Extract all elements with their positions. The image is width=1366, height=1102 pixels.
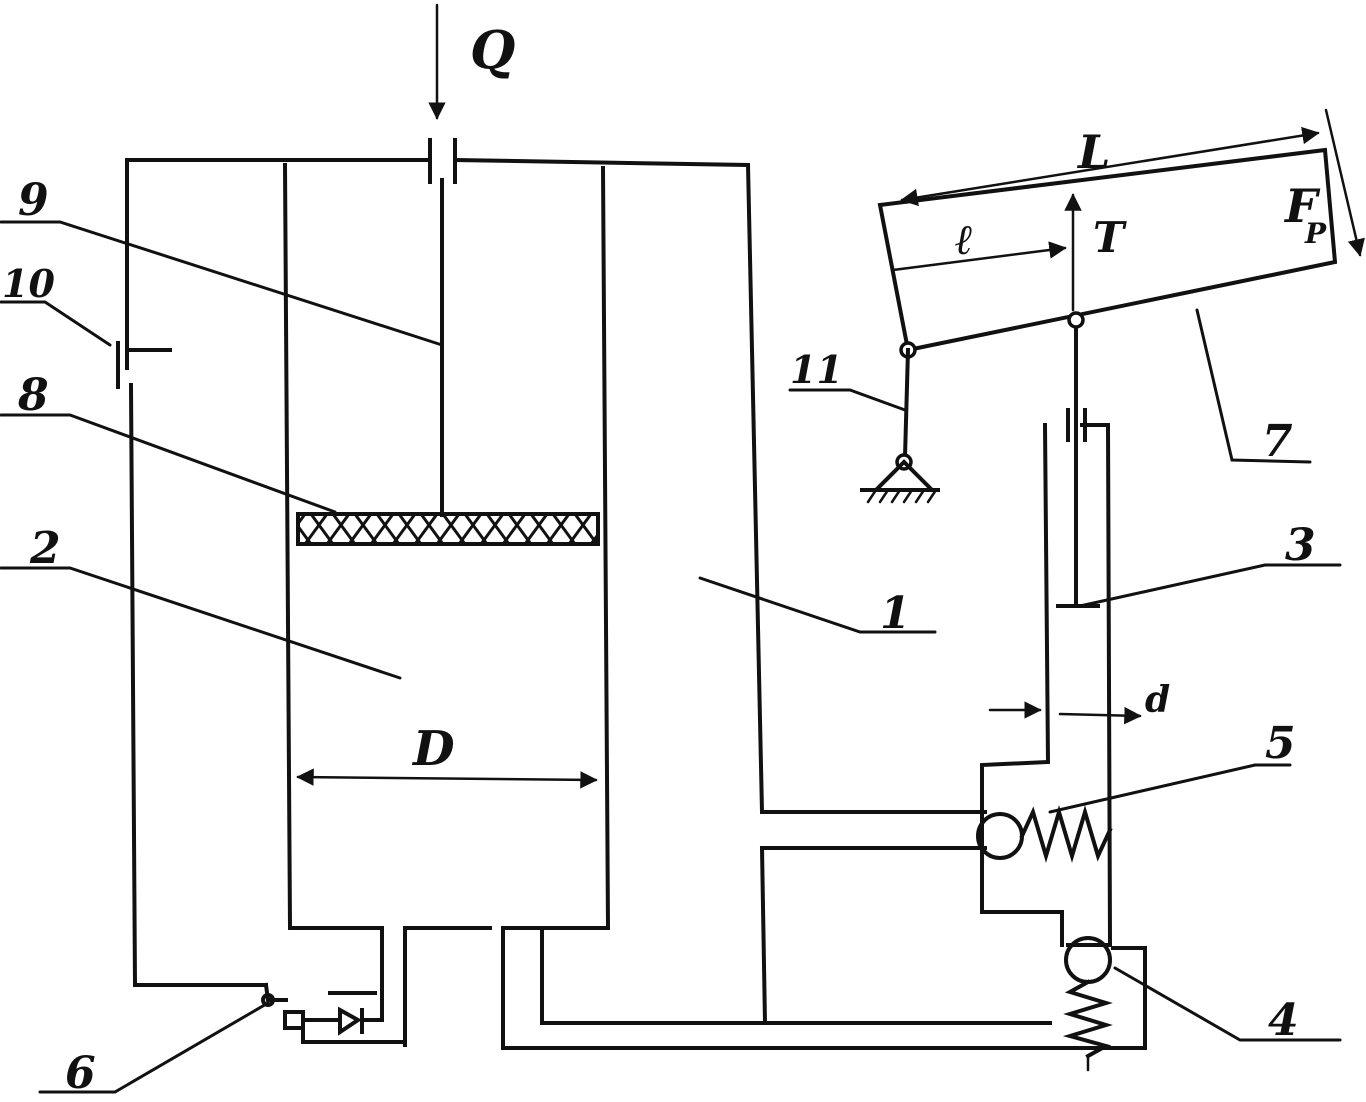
piston xyxy=(296,512,600,546)
dimension-l-arrow xyxy=(891,241,1067,272)
small-plunger xyxy=(1056,318,1100,608)
label-F-subscript: P xyxy=(1304,217,1327,250)
label-2: 2 xyxy=(29,523,61,574)
dimension-D-arrow xyxy=(296,768,598,789)
label-7: 7 xyxy=(1262,416,1293,467)
tank-outer-wall xyxy=(125,157,987,987)
label-D: D xyxy=(411,721,455,777)
dimension-d-arrow-right xyxy=(1058,706,1142,725)
leader-lines xyxy=(0,220,1342,1094)
label-F: F xyxy=(1283,179,1321,233)
label-9: 9 xyxy=(18,175,49,226)
label-8: 8 xyxy=(17,370,49,421)
label-5: 5 xyxy=(1265,718,1296,769)
fixed-support xyxy=(860,459,940,504)
force-F-arrow xyxy=(1324,108,1365,257)
label-1: 1 xyxy=(880,588,911,639)
small-cylinder-wall xyxy=(980,422,1113,948)
drain-valve-6 xyxy=(261,963,407,1044)
label-d: d xyxy=(1145,679,1170,721)
label-l: ℓ xyxy=(955,215,973,264)
dimension-L-arrow xyxy=(900,126,1320,207)
label-Q: Q xyxy=(470,20,515,81)
label-L: L xyxy=(1076,125,1110,179)
pump-channel xyxy=(759,845,987,1026)
label-4: 4 xyxy=(1268,995,1299,1046)
inlet-fitting xyxy=(428,138,457,184)
large-cylinder-wall xyxy=(282,162,1147,1050)
label-11: 11 xyxy=(790,347,843,392)
check-valve-4 xyxy=(1062,936,1113,1072)
label-10: 10 xyxy=(2,261,55,306)
label-6: 6 xyxy=(65,1048,96,1099)
label-3: 3 xyxy=(1285,520,1316,571)
check-valve-5 xyxy=(976,804,1113,864)
air-vent-10 xyxy=(116,341,172,389)
lever-plunger-joint xyxy=(1067,311,1085,329)
label-T: T xyxy=(1093,213,1127,262)
